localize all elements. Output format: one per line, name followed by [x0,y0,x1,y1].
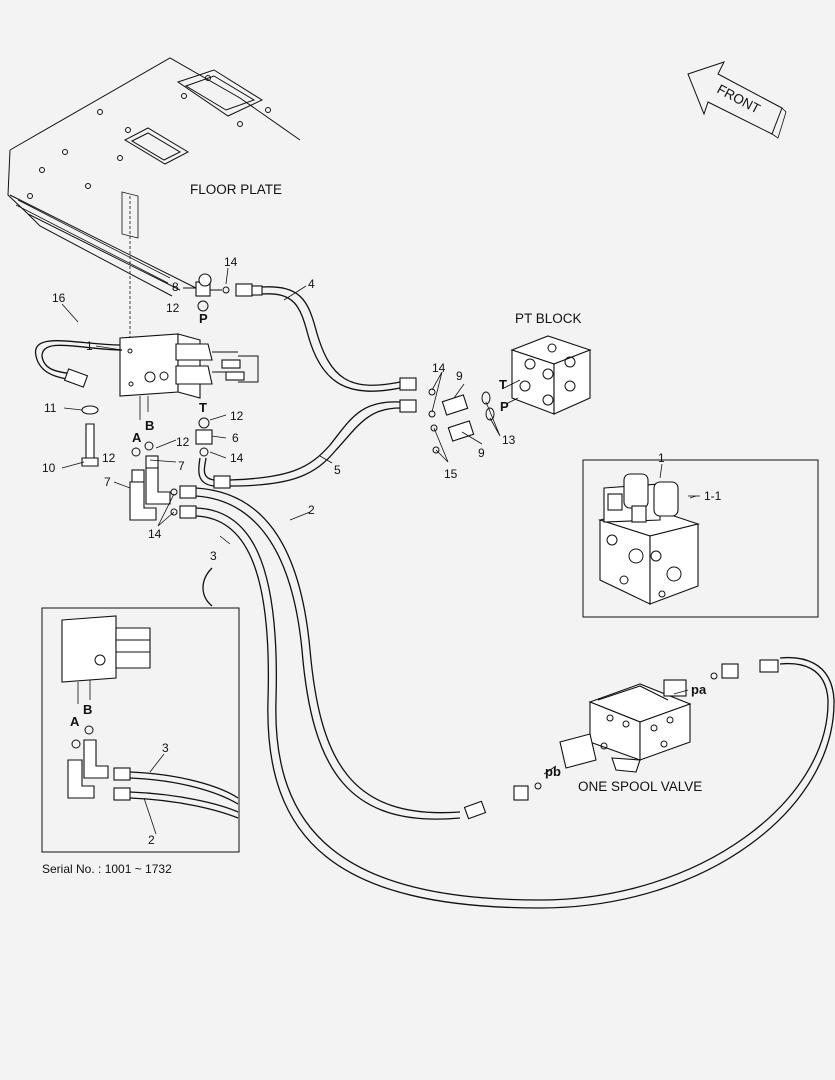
pt-block-label: PT BLOCK [515,311,582,326]
connector [63,368,89,388]
callout-7a: 7 [178,459,185,473]
callout-12a: 12 [166,301,180,315]
callout-6: 6 [232,431,239,445]
callout-9a: 9 [456,369,463,383]
callout-9b: 9 [478,446,485,460]
callout-10: 10 [42,461,56,475]
callout-15: 15 [444,467,458,481]
detail-view-1 [582,459,819,618]
port-a: A [132,430,142,445]
callout-11: 11 [44,401,57,415]
front-arrow-icon: FRONT [687,61,787,139]
pt-port-p: P [500,399,509,414]
fitting-6 [195,417,213,457]
callout-4: 4 [308,277,315,291]
cable-16 [35,340,121,381]
solenoid-valve [119,333,259,420]
inset-port-b: B [83,702,92,717]
leader-lines [61,267,697,835]
floor-plate [7,57,301,340]
callout-5: 5 [334,463,341,477]
inset-callout-3: 3 [162,741,169,755]
inset-port-a: A [70,714,80,729]
pt-port-t: T [499,377,507,392]
detail-callout-1: 1 [658,451,665,465]
port-pb: pb [545,764,561,779]
pt-block [510,335,592,415]
callout-14b: 14 [432,361,446,375]
port-p: P [199,311,208,326]
inset-pointer [202,567,213,607]
callout-14d: 14 [148,527,162,541]
port-t: T [199,400,207,415]
hose-4 [235,283,417,392]
callout-1: 1 [86,339,93,353]
callout-7b: 7 [104,475,111,489]
detail-callout-1-1: 1-1 [704,489,722,503]
callout-16: 16 [52,291,66,305]
bolt-10 [81,405,99,467]
hose-5 [198,399,417,489]
front-label: FRONT [715,81,763,116]
floor-plate-label: FLOOR PLATE [190,182,282,197]
inset-callout-2: 2 [148,833,155,847]
callout-2: 2 [308,503,315,517]
callout-13: 13 [502,433,516,447]
callout-14a: 14 [224,255,238,269]
callout-12b: 12 [230,409,244,423]
fittings-9 [428,388,495,454]
serial-number: Serial No. : 1001 ~ 1732 [42,862,172,876]
hoses-2-3 [179,485,835,909]
one-spool-valve [513,663,739,801]
callout-3: 3 [210,549,217,563]
one-spool-valve-label: ONE SPOOL VALVE [578,779,702,794]
port-b: B [145,418,154,433]
inset-view [41,607,240,853]
port-pa: pa [691,682,707,697]
callout-14c: 14 [230,451,244,465]
fitting-8 [183,273,230,312]
callout-12d: 12 [102,451,116,465]
callout-8: 8 [172,280,179,294]
elbow-fittings-7 [129,441,178,521]
callout-12c: 12 [176,435,190,449]
